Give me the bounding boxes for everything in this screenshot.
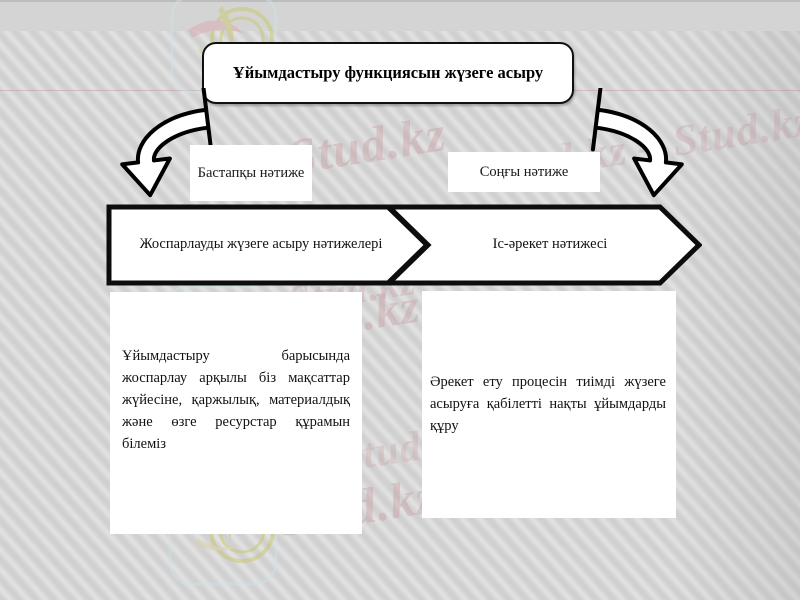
panel-left [110, 292, 362, 534]
panel-right [422, 291, 676, 518]
background-top-band [0, 0, 800, 31]
chevron-planning-results-label: Жоспарлауды жүзеге асыру нәтижелері [139, 236, 383, 253]
label-start-result: Бастапқы нәтиже [190, 145, 312, 201]
page-title: Ұйымдастыру функциясын жүзеге асыру [202, 42, 574, 104]
panel-right-text: Әрекет ету процесін тиімді жүзеге асыруғ… [430, 374, 666, 435]
label-final-result: Соңғы нәтиже [448, 152, 600, 192]
chevron-action-result-label: Іс-әрекет нәтижесі [492, 236, 608, 253]
background-top-rule [0, 0, 800, 2]
panel-left-text: Ұйымдастыру барысында жоспарлау арқылы б… [122, 348, 350, 453]
